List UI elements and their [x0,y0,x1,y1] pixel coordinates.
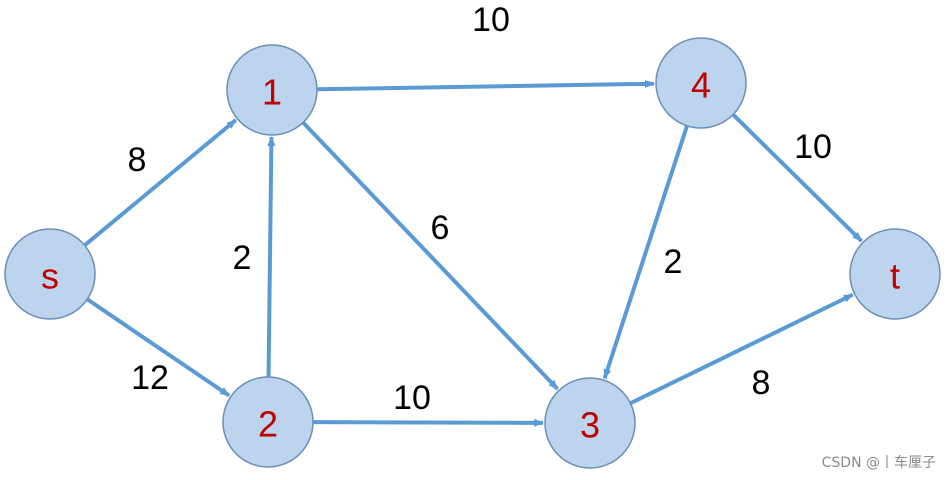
edge-1-3 [301,121,559,391]
edge-weight-s-1: 8 [128,141,147,179]
edge-2-1 [266,135,276,378]
node-1: 1 [226,44,318,136]
node-2-circle [222,376,314,468]
node-1-circle [226,44,318,136]
node-4: 4 [655,37,747,129]
node-3-circle [544,377,636,469]
edge-s-1 [83,118,238,247]
edge-weight-4-3: 2 [664,243,683,281]
edge-1-4 [316,79,656,92]
edge-3-t [629,292,854,406]
node-s-circle [4,228,96,320]
edge-4-3 [602,125,689,380]
node-s-label: s [41,256,59,297]
watermark: CSDN @丨车厘子 [821,455,936,471]
edge-weight-3-t: 8 [752,364,771,402]
node-2-label: 2 [258,404,278,445]
edge-weight-2-1: 2 [233,239,252,277]
edge-weight-4-t: 10 [794,128,832,166]
edge-weight-2-3: 10 [393,379,431,417]
node-3-label: 3 [580,405,600,446]
weights-layer: 8 12 2 10 6 10 2 10 8 [128,1,832,417]
node-4-label: 4 [691,65,711,106]
edge-weight-1-4: 10 [472,1,510,39]
edge-4-t [731,113,863,243]
node-t-circle [849,228,941,320]
edge-weight-s-2: 12 [131,359,169,397]
node-t: t [849,228,941,320]
node-t-label: t [890,256,900,297]
edge-s-2 [86,297,231,398]
node-2: 2 [222,376,314,468]
edges-layer [83,79,863,427]
edge-2-3 [312,418,545,427]
edge-weight-1-3: 6 [431,209,450,247]
node-4-circle [655,37,747,129]
node-3: 3 [544,377,636,469]
node-s: s [4,228,96,320]
node-1-label: 1 [262,72,282,113]
